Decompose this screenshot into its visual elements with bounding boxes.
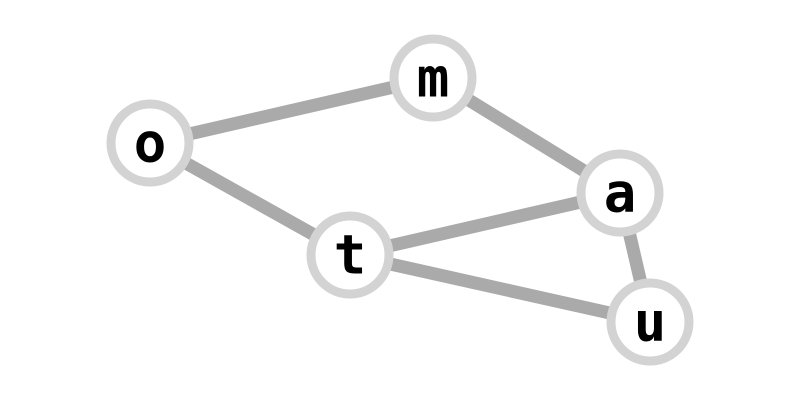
node-circle [576, 149, 664, 237]
node-o: o [106, 99, 194, 187]
node-label: u [634, 291, 667, 354]
node-u: u [606, 278, 694, 366]
node-label: m [417, 47, 450, 110]
node-label: o [134, 112, 167, 175]
node-m: m [389, 34, 477, 122]
node-circle [389, 34, 477, 122]
node-label: a [604, 162, 637, 225]
node-circle [106, 99, 194, 187]
edge-t-a [348, 186, 622, 262]
node-circle [606, 278, 694, 366]
edge-t-u [348, 248, 652, 329]
node-t: t [306, 211, 394, 299]
node-a: a [576, 149, 664, 237]
node-label: t [334, 224, 367, 287]
edge-o-m [148, 71, 435, 150]
node-circle [306, 211, 394, 299]
nodes-layer: o m a t u [106, 34, 694, 366]
edges-layer [146, 71, 657, 329]
